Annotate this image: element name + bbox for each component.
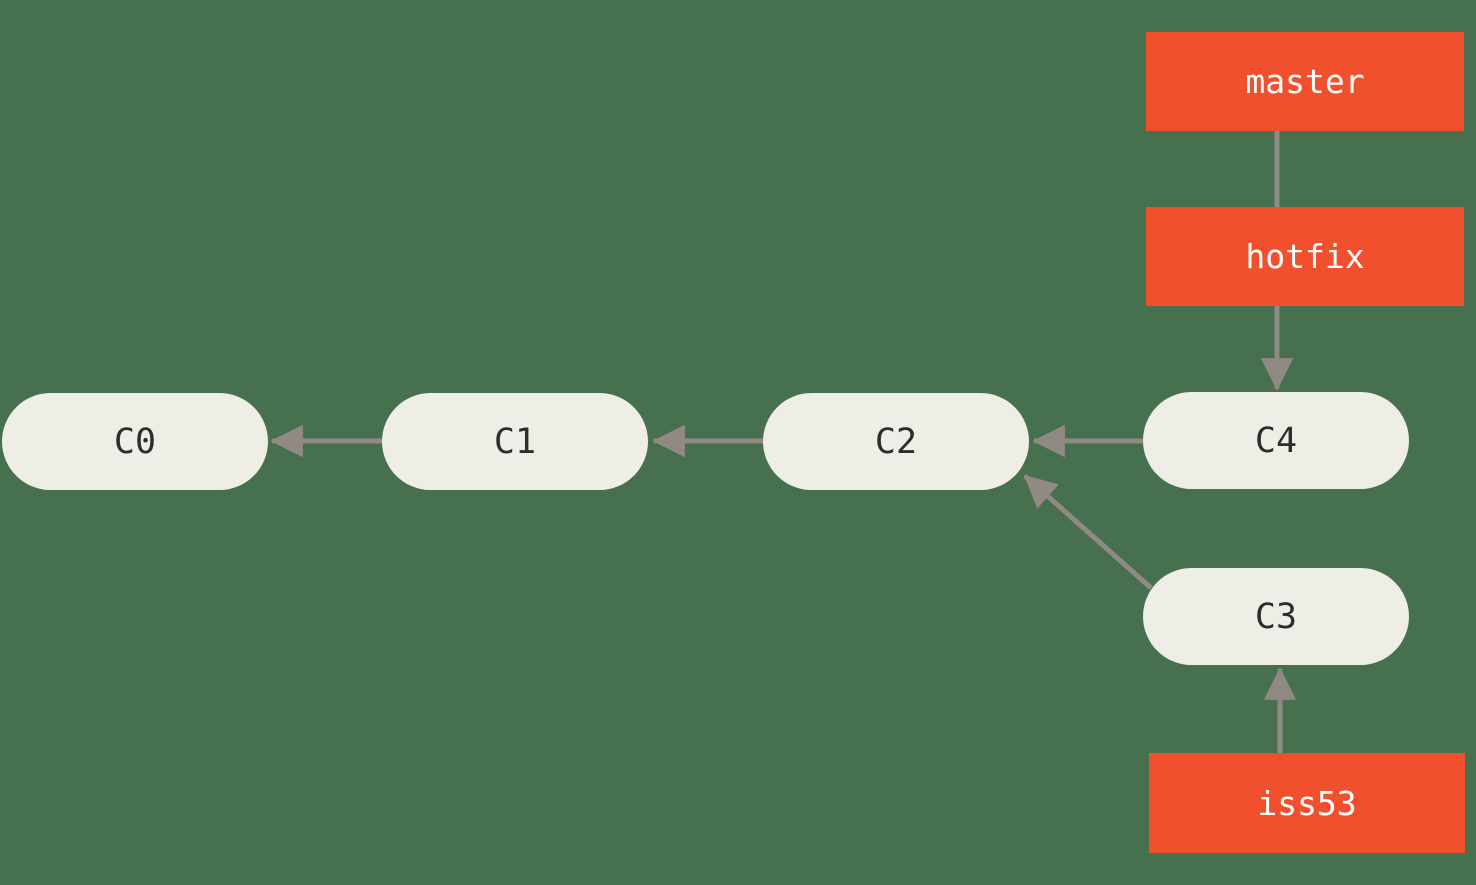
commit-node-c2: C2 [763,393,1029,490]
branch-label-text: master [1245,62,1365,101]
commit-label: C3 [1254,596,1298,637]
branch-label-iss53: iss53 [1149,753,1465,853]
commit-label: C2 [874,421,918,462]
commit-label: C4 [1254,420,1298,461]
commit-node-c3: C3 [1143,568,1409,665]
commit-label: C1 [493,421,537,462]
commit-node-c0: C0 [2,393,268,490]
branch-label-text: iss53 [1257,783,1357,823]
edge-c3-to-c2 [1023,474,1153,590]
commit-node-c1: C1 [382,393,648,490]
branch-label-master: master [1146,32,1464,131]
commit-label: C0 [113,421,157,462]
branch-label-hotfix: hotfix [1146,207,1464,306]
branch-label-text: hotfix [1245,237,1365,276]
commit-node-c4: C4 [1143,392,1409,489]
